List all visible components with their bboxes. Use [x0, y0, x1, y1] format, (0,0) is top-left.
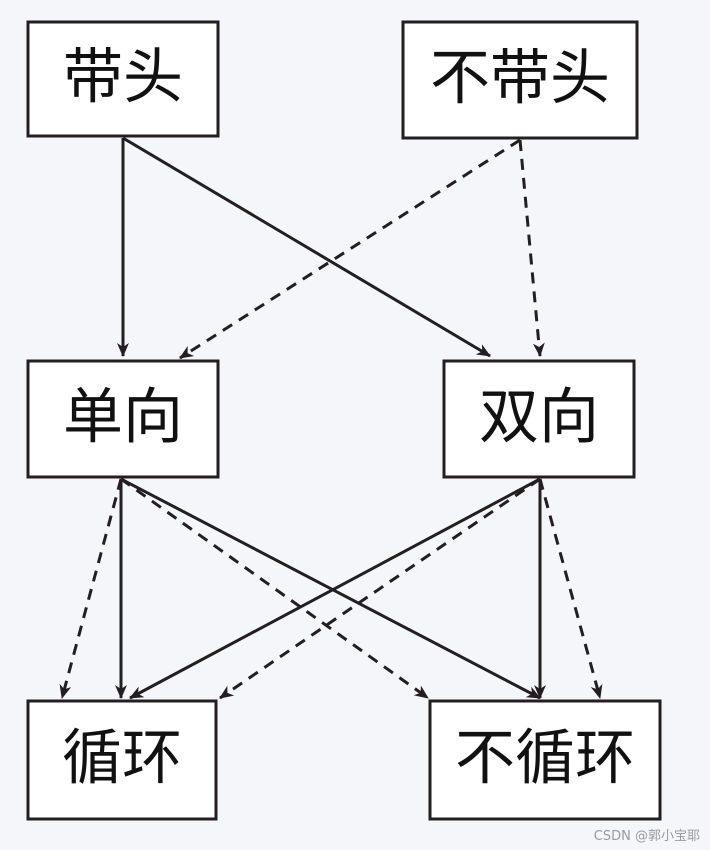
node-label-circular: 循环 — [62, 724, 182, 794]
edge-without-head-to-singly-dashed — [179, 138, 521, 360]
node-singly: 单向 — [26, 359, 220, 479]
edge-without-head-to-doubly-dashed — [518, 139, 545, 357]
edge-singly-to-non-circular-solid — [120, 477, 541, 700]
edges-layer — [59, 136, 603, 700]
watermark: CSDN @郭小宝耶 — [593, 829, 700, 844]
node-doubly: 双向 — [442, 359, 636, 479]
edge-doubly-to-non-circular-dashed — [538, 478, 603, 699]
node-label-doubly: 双向 — [479, 383, 599, 453]
node-box-with-head — [26, 20, 220, 138]
node-label-without-head: 不带头 — [430, 44, 610, 114]
node-label-singly: 单向 — [63, 383, 183, 453]
edge-doubly-to-circular-dashed — [219, 477, 541, 700]
node-circular: 循环 — [26, 699, 218, 821]
node-box-singly — [26, 359, 220, 479]
node-box-non-circular — [428, 699, 662, 821]
node-label-non-circular: 不循环 — [455, 724, 635, 794]
node-box-without-head — [401, 20, 639, 140]
node-with-head: 带头 — [26, 20, 220, 138]
edge-doubly-to-circular-solid — [129, 477, 541, 700]
node-non-circular: 不循环 — [428, 699, 662, 821]
edge-singly-to-non-circular-dashed — [120, 477, 429, 700]
node-without-head: 不带头 — [401, 20, 639, 140]
node-label-with-head: 带头 — [63, 43, 183, 113]
node-box-circular — [26, 699, 218, 821]
node-box-doubly — [442, 359, 636, 479]
edge-with-head-to-doubly-solid — [122, 136, 491, 358]
edge-singly-to-circular-dashed — [59, 478, 123, 699]
